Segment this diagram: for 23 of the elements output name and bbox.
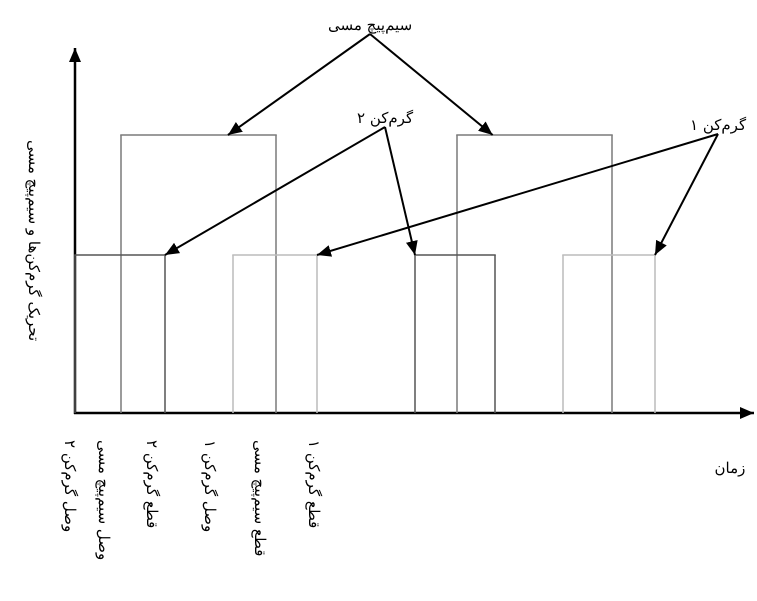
axis-label: تحریک گرم‌کن‌ها و سیم‌پیچ مسی (25, 140, 43, 341)
arrow (164, 126, 386, 256)
event-label: قطع گرم‌کن ۱ (305, 440, 323, 528)
pulse-trace (414, 254, 496, 257)
arrow (316, 133, 718, 257)
pulse-trace (456, 134, 613, 137)
pulse-trace (74, 254, 166, 257)
callout-text: گرم‌کن ۲ (357, 109, 414, 127)
event-label: قطع سیم‌پیچ مسی (251, 440, 269, 556)
event-label: قطع گرم‌کن ۲ (143, 440, 161, 528)
arrow (384, 126, 418, 256)
callout-text: سیم‌پیچ مسی (328, 16, 412, 34)
pulse-trace (232, 254, 318, 257)
event-label: وصل گرم‌کن ۲ (61, 440, 79, 532)
pulse-trace (562, 254, 656, 257)
axis-label: زمان (714, 459, 746, 477)
arrow (227, 33, 371, 136)
callout-text: گرم‌کن ۱ (690, 116, 746, 134)
arrow (654, 134, 719, 256)
pulse-trace (120, 134, 277, 137)
event-label: وصل گرم‌کن ۱ (201, 440, 219, 532)
arrow (369, 33, 494, 136)
event-label: وصل سیم‌پیچ مسی (95, 440, 113, 560)
